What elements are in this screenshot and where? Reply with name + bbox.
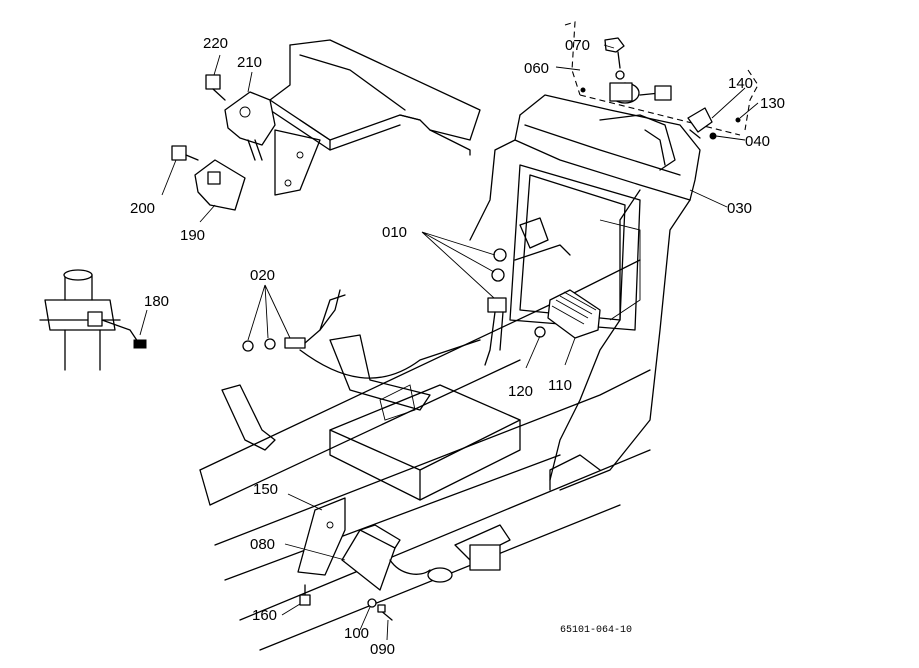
label-040: 040 <box>745 133 770 150</box>
part-020-sensor <box>242 289 481 379</box>
upper-bracket <box>269 39 481 196</box>
label-220: 220 <box>203 35 228 52</box>
drawing-code: 65101-064-10 <box>560 625 632 636</box>
label-110: 110 <box>548 377 572 394</box>
label-030: 030 <box>727 200 752 217</box>
part-110-regulator <box>547 289 601 339</box>
label-020: 020 <box>250 267 275 284</box>
label-210: 210 <box>237 54 262 71</box>
label-200: 200 <box>130 200 155 217</box>
part-010-switch <box>484 217 571 366</box>
part-180-inset <box>39 269 147 371</box>
callout-labels: 220 210 200 190 180 020 010 070 060 140 … <box>130 35 785 658</box>
part-070-key <box>604 37 625 69</box>
part-100-washer <box>367 598 377 608</box>
part-150-bracket <box>297 497 346 576</box>
part-080-unit <box>341 524 511 591</box>
label-010: 010 <box>382 224 407 241</box>
label-070: 070 <box>565 37 590 54</box>
label-140: 140 <box>728 75 753 92</box>
label-080: 080 <box>250 536 275 553</box>
part-120-screw <box>534 326 546 338</box>
label-090: 090 <box>370 641 395 658</box>
part-090-screw <box>377 604 393 621</box>
label-150: 150 <box>253 481 278 498</box>
part-210-bracket <box>224 91 276 161</box>
part-160-bolt <box>299 584 311 606</box>
part-220-bolt <box>205 74 226 101</box>
label-160: 160 <box>252 607 277 624</box>
dashboard-housing <box>469 94 701 491</box>
label-130: 130 <box>760 95 785 112</box>
part-060-keyswitch <box>564 21 741 136</box>
part-190-block <box>194 159 246 211</box>
label-180: 180 <box>144 293 169 310</box>
label-120: 120 <box>508 383 533 400</box>
part-200-bolt <box>171 145 199 161</box>
label-060: 060 <box>524 60 549 77</box>
leader-lines <box>139 44 759 641</box>
label-190: 190 <box>180 227 205 244</box>
label-100: 100 <box>344 625 369 642</box>
